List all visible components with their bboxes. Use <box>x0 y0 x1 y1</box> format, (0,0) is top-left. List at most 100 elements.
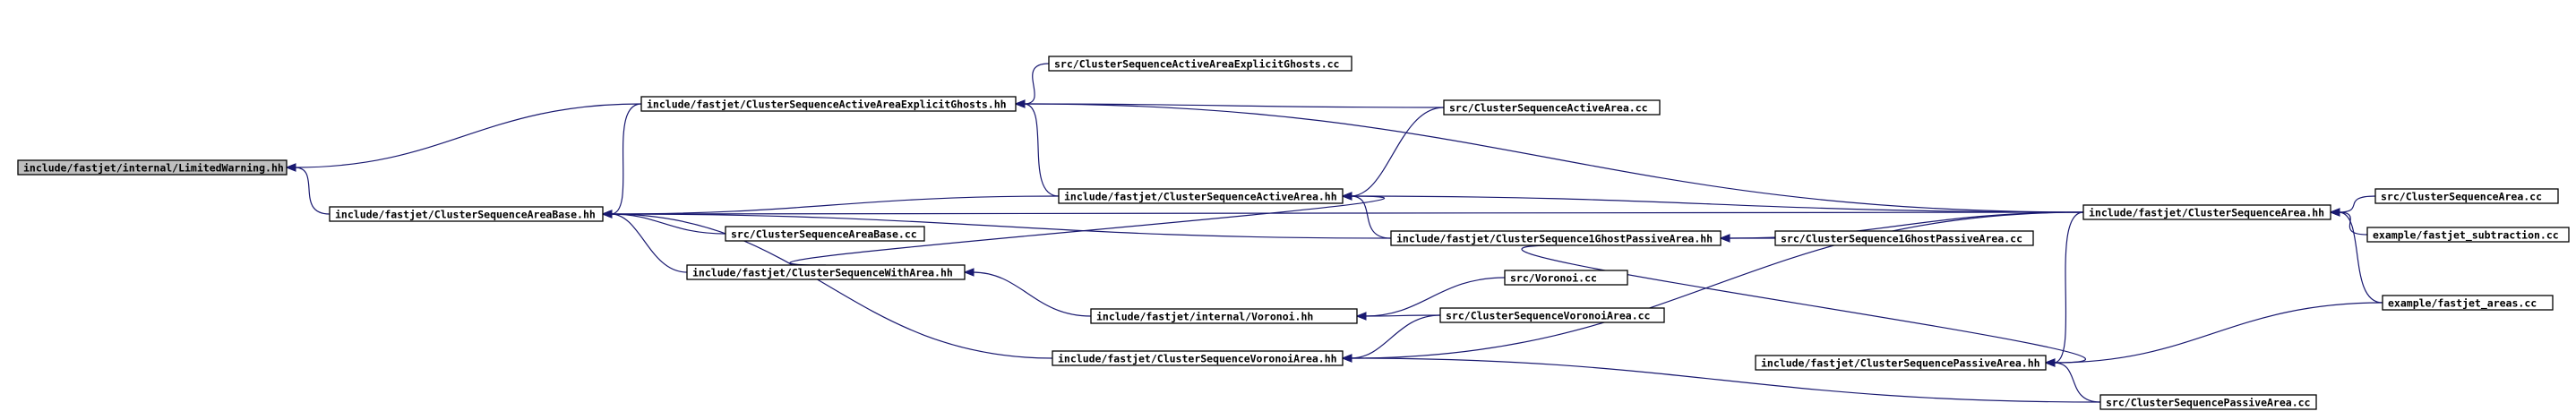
edge-n4-to-n2 <box>1023 103 1445 108</box>
node-label: src/ClusterSequencePassiveArea.cc <box>2106 397 2310 409</box>
node-box <box>1058 188 1344 204</box>
node-box <box>2099 394 2317 410</box>
node-box <box>725 226 925 242</box>
edge-n10-to-n11 <box>1364 277 1506 317</box>
edge-n16-to-n1 <box>610 211 2084 215</box>
node-box <box>1090 308 1358 324</box>
node-src-clustersequenceactiveareaexplicitghosts-cc[interactable]: src/ClusterSequenceActiveAreaExplicitGho… <box>1048 56 1352 72</box>
edge-n19-to-n14 <box>2053 302 2383 364</box>
node-include-fastjet-internal-limitedwarning-hh: include/fastjet/internal/LimitedWarning.… <box>17 159 288 176</box>
edge-n6-to-n1 <box>610 213 726 235</box>
node-include-fastjet-clustersequencearea-hh[interactable]: include/fastjet/ClusterSequenceArea.hh <box>2082 204 2331 220</box>
node-label: include/fastjet/ClusterSequenceActiveAre… <box>1064 191 1337 203</box>
edge-arrowhead-n16-to-n1 <box>601 210 613 219</box>
node-src-voronoi-cc[interactable]: src/Voronoi.cc <box>1504 270 1628 286</box>
node-box <box>1774 230 2034 246</box>
edge-arrowhead-n12-to-n11 <box>1355 312 1367 321</box>
node-src-clustersequencearea-cc[interactable]: src/ClusterSequenceArea.cc <box>2374 188 2559 204</box>
edge-n19-to-n16 <box>2338 211 2383 304</box>
edge-arrowhead-n15-to-n13 <box>1341 354 1352 363</box>
edge-n4-to-n5 <box>1350 107 1445 197</box>
edge-n9-to-n1 <box>610 213 688 273</box>
node-box <box>2374 188 2559 204</box>
node-src-clustersequenceareabase-cc[interactable]: src/ClusterSequenceAreaBase.cc <box>725 226 925 242</box>
node-label: example/fastjet_areas.cc <box>2388 297 2537 311</box>
node-label: src/Voronoi.cc <box>1510 272 1597 285</box>
node-label: include/fastjet/ClusterSequenceArea.hh <box>2089 207 2324 219</box>
node-label: src/ClusterSequenceActiveArea.cc <box>1449 102 1648 115</box>
edge-n5-to-n1 <box>610 195 1060 215</box>
edge-n15-to-n14 <box>2053 362 2101 403</box>
node-label: include/fastjet/internal/Voronoi.hh <box>1096 311 1313 323</box>
node-box <box>686 264 966 280</box>
node-box <box>2382 295 2554 311</box>
edge-n3-to-n2 <box>1023 63 1050 105</box>
edge-arrowhead-n7-to-n5 <box>1341 192 1352 201</box>
edge-layer <box>285 63 2383 403</box>
node-box <box>1048 56 1352 72</box>
edge-arrowhead-n2-to-n0 <box>285 163 296 172</box>
edge-n11-to-n9 <box>972 271 1092 317</box>
edge-arrowhead-n11-to-n9 <box>963 268 975 277</box>
node-label: example/fastjet_subtraction.cc <box>2373 229 2559 243</box>
node-src-clustersequenceactivearea-cc[interactable]: src/ClusterSequenceActiveArea.cc <box>1443 99 1661 116</box>
node-label: include/fastjet/ClusterSequenceActiveAre… <box>647 99 1007 111</box>
edge-n17-to-n16 <box>2338 195 2376 213</box>
node-example-fastjet-areas-cc[interactable]: example/fastjet_areas.cc <box>2382 295 2554 311</box>
edge-n15-to-n13 <box>1350 357 2101 403</box>
node-label: include/fastjet/ClusterSequenceAreaBase.… <box>335 209 596 221</box>
node-box <box>1504 270 1628 286</box>
node-box <box>17 159 288 176</box>
node-src-clustersequencepassivearea-cc[interactable]: src/ClusterSequencePassiveArea.cc <box>2099 394 2317 410</box>
node-label: include/fastjet/internal/LimitedWarning.… <box>23 162 284 175</box>
node-example-fastjet-subtraction-cc[interactable]: example/fastjet_subtraction.cc <box>2366 227 2570 243</box>
edge-n13-to-n1 <box>610 213 1053 359</box>
node-label: src/ClusterSequenceArea.cc <box>2381 191 2542 203</box>
edge-arrowhead-n19-to-n16 <box>2329 208 2340 217</box>
node-include-fastjet-clustersequencevoronoiarea-hh[interactable]: include/fastjet/ClusterSequenceVoronoiAr… <box>1052 350 1344 366</box>
node-box <box>1439 307 1665 323</box>
node-include-fastjet-clustersequenceactiveareaexplicitghosts-hh[interactable]: include/fastjet/ClusterSequenceActiveAre… <box>640 96 1017 112</box>
node-src-clustersequence1ghostpassivearea-cc[interactable]: src/ClusterSequence1GhostPassiveArea.cc <box>1774 230 2034 246</box>
edge-n7-to-n5 <box>1350 195 1392 239</box>
edge-n5-to-n2 <box>1023 103 1060 197</box>
node-include-fastjet-clustersequencepassivearea-hh[interactable]: include/fastjet/ClusterSequencePassiveAr… <box>1755 355 2047 371</box>
edge-arrowhead-n16-to-n14 <box>2044 358 2056 367</box>
edge-arrowhead-n16-to-n7 <box>1719 234 1730 243</box>
node-label: src/ClusterSequenceVoronoiArea.cc <box>1446 310 1650 322</box>
node-box <box>1052 350 1344 366</box>
node-include-fastjet-clustersequence1ghostpassivearea-hh[interactable]: include/fastjet/ClusterSequence1GhostPas… <box>1390 230 1722 246</box>
edge-n7-to-n14 <box>1521 244 2087 364</box>
node-label: include/fastjet/ClusterSequence1GhostPas… <box>1396 233 1713 245</box>
node-label: include/fastjet/ClusterSequencePassiveAr… <box>1761 357 2040 370</box>
node-include-fastjet-clustersequenceactivearea-hh[interactable]: include/fastjet/ClusterSequenceActiveAre… <box>1058 188 1344 204</box>
node-box <box>329 206 604 222</box>
node-label: src/ClusterSequenceAreaBase.cc <box>731 228 917 241</box>
node-label: include/fastjet/ClusterSequenceVoronoiAr… <box>1058 353 1337 365</box>
node-include-fastjet-clustersequenceareabase-hh[interactable]: include/fastjet/ClusterSequenceAreaBase.… <box>329 206 604 222</box>
node-label: src/ClusterSequence1GhostPassiveArea.cc <box>1781 233 2022 245</box>
edge-n16-to-n5 <box>1350 195 2084 213</box>
node-include-fastjet-clustersequencewitharea-hh[interactable]: include/fastjet/ClusterSequenceWithArea.… <box>686 264 966 280</box>
node-label: include/fastjet/ClusterSequenceWithArea.… <box>692 267 953 279</box>
edge-n12-to-n11 <box>1364 314 1441 317</box>
node-include-fastjet-internal-voronoi-hh[interactable]: include/fastjet/internal/Voronoi.hh <box>1090 308 1358 324</box>
edge-n18-to-n16 <box>2338 211 2368 236</box>
node-box <box>1443 99 1661 116</box>
edge-n16-to-n13 <box>1350 211 2084 359</box>
node-layer: include/fastjet/internal/LimitedWarning.… <box>17 56 2570 410</box>
edge-n1-to-n0 <box>294 167 331 215</box>
edge-n2-to-n0 <box>294 103 642 168</box>
node-label: src/ClusterSequenceActiveAreaExplicitGho… <box>1054 58 1340 71</box>
edge-n16-to-n14 <box>2053 211 2084 364</box>
edge-n2-to-n1 <box>610 103 642 215</box>
edge-arrowhead-n16-to-n2 <box>1014 99 1026 108</box>
edge-n7-to-n1 <box>610 213 1392 239</box>
node-box <box>1390 230 1722 246</box>
node-src-clustersequencevoronoiarea-cc[interactable]: src/ClusterSequenceVoronoiArea.cc <box>1439 307 1665 323</box>
node-box <box>1755 355 2047 371</box>
node-box <box>2366 227 2570 243</box>
node-box <box>2082 204 2331 220</box>
edge-n16-to-n2 <box>1023 103 2084 213</box>
